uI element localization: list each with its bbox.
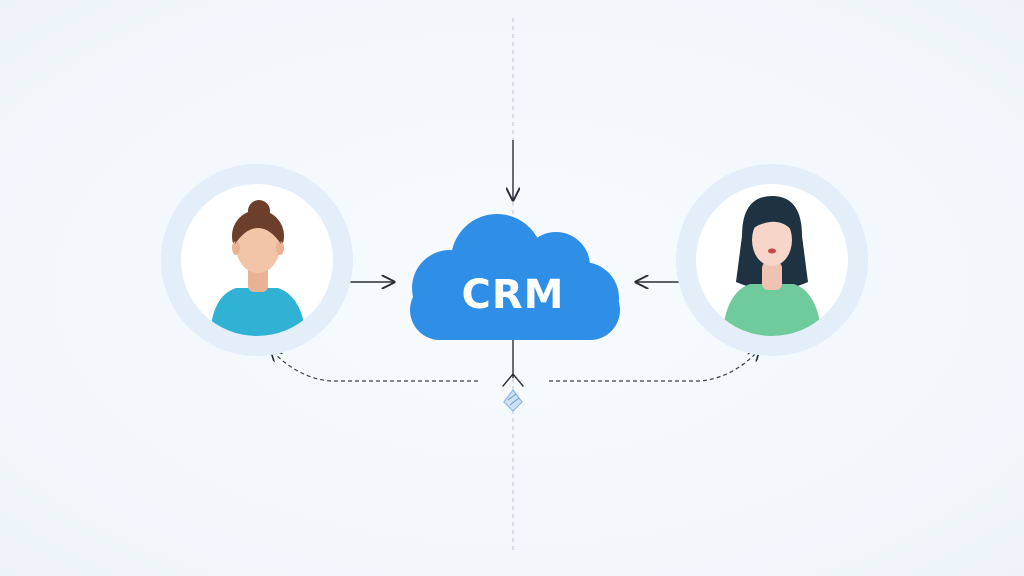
dashed-arrow-to-left-person [271,350,478,382]
crm-cloud: CRM [410,214,620,340]
cloud-label: CRM [462,272,565,318]
right-person-avatar [676,164,868,356]
chevron-up-icon [502,373,524,387]
dashed-arrow-to-right-person [549,350,759,382]
crystal-icon [503,389,523,412]
left-person-avatar [161,164,353,356]
